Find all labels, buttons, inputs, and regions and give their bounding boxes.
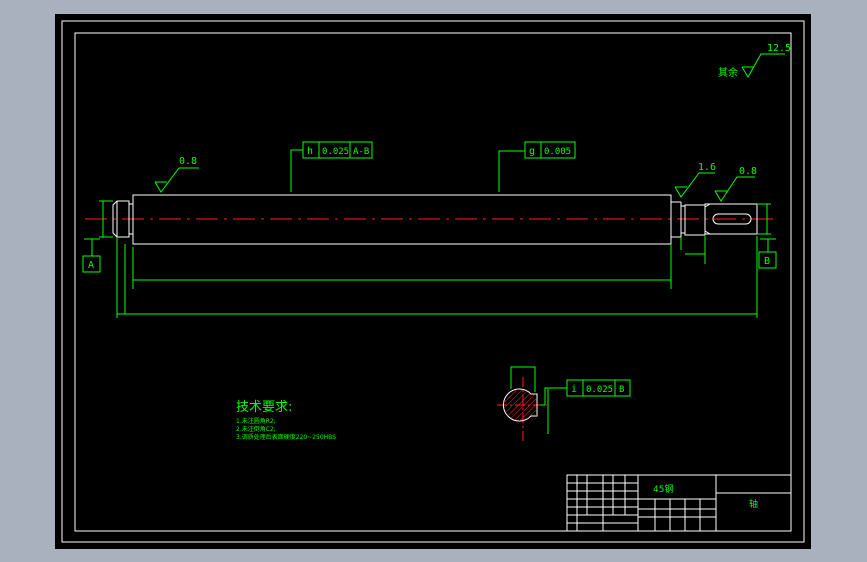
title-block-material: 45钢 [653, 483, 673, 495]
runout-value: 0.025 [322, 147, 349, 157]
runout-datum: A-B [353, 147, 369, 157]
datum-b: B [758, 238, 777, 269]
symmetry-symbol: i [571, 384, 577, 395]
runout-symbol: h [307, 146, 313, 157]
cylindricity-tolerance-frame: g 0.005 [498, 141, 576, 192]
right-journal-roughness: 1.6 [674, 162, 716, 198]
right-end-roughness: 0.8 [714, 166, 757, 202]
outer-sheet-border [61, 20, 805, 543]
inner-sheet-border [74, 32, 792, 532]
general-roughness-label: 其余 [718, 66, 738, 79]
left-roughness: 0.8 [154, 156, 199, 193]
keyway-slot [712, 213, 752, 225]
tech-req-item: 3.调质处理后表面硬度220~250HBS [236, 433, 336, 441]
tech-req-item: 2.未注倒角C2; [236, 425, 276, 433]
drawing-canvas: 其余 12.5 [61, 20, 805, 543]
runout-tolerance-frame: h 0.025 A-B [290, 141, 373, 192]
general-roughness-value: 12.5 [767, 43, 791, 54]
symmetry-datum: B [619, 385, 624, 395]
title-block: 45钢 轴 [566, 474, 792, 532]
keyway-section-view: i 0.025 B [497, 366, 631, 442]
right-journal-roughness-value: 1.6 [698, 162, 716, 173]
left-roughness-value: 0.8 [179, 156, 197, 167]
tech-req-item: 1.未注圆角R2; [236, 417, 276, 425]
datum-b-label: B [764, 256, 770, 267]
cylindricity-value: 0.005 [544, 147, 571, 157]
roughness-symbol-icon [674, 172, 715, 198]
general-roughness-note: 其余 12.5 [718, 43, 791, 79]
tech-req-title: 技术要求: [236, 400, 292, 415]
datum-a-label: A [88, 260, 94, 271]
cylindricity-symbol: g [529, 146, 535, 157]
end-dimensions [99, 200, 771, 318]
title-block-part-name: 轴 [749, 498, 758, 510]
right-end-roughness-value: 0.8 [739, 166, 757, 177]
symmetry-value: 0.025 [586, 385, 613, 395]
roughness-symbol-icon [154, 167, 199, 193]
shaft-outline [112, 194, 758, 245]
roughness-symbol-icon [714, 176, 755, 202]
datum-a: A [82, 238, 101, 273]
drawing-viewport[interactable]: 其余 12.5 [55, 14, 811, 549]
technical-requirements: 技术要求: 1.未注圆角R2; 2.未注倒角C2; 3.调质处理后表面硬度220… [236, 400, 336, 441]
roughness-symbol-icon [741, 53, 785, 78]
